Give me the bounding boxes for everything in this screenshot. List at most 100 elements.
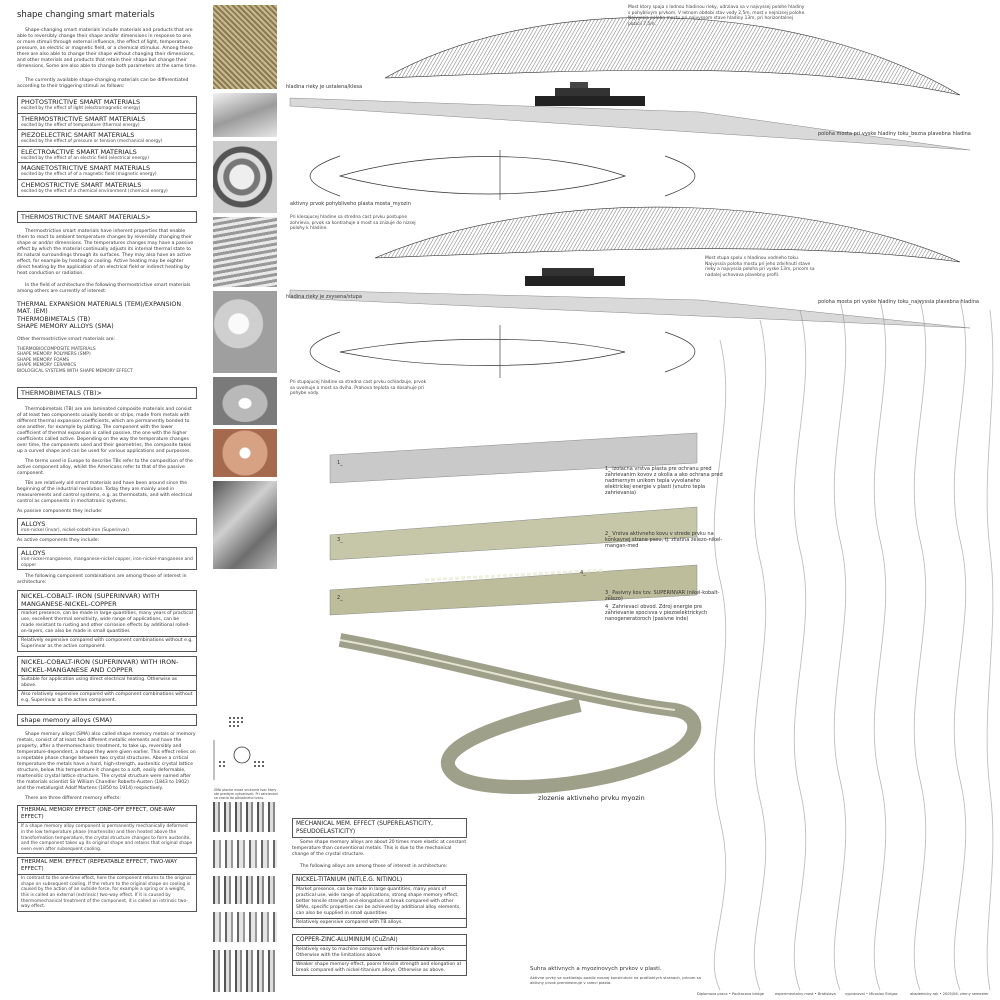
sma-text: Shape memory alloys (SMA) also called sh… xyxy=(17,732,196,792)
strip-photo-icon xyxy=(213,93,277,137)
other-list: THERMOBIOCOMPOSITE MATERIALS SHAPE MEMOR… xyxy=(17,346,133,374)
spring-row-1-icon xyxy=(213,802,277,832)
tb-text: Thermobimetals (TB) are are laminated co… xyxy=(17,406,192,454)
mme-title: MECHANICAL MEM. EFFECT (SUPERELASTICITY,… xyxy=(296,821,433,835)
combination-1-plus: market presence, can be made in large qu… xyxy=(17,610,197,638)
spring-row-2-icon xyxy=(213,840,277,868)
tme2-text: In contrast to the one-time effect, here… xyxy=(21,876,191,910)
water-plane-normal xyxy=(289,97,971,151)
lens-diagram-high xyxy=(309,325,696,378)
cza-minus: Weaker shape memory effect, poorer tensi… xyxy=(296,962,462,973)
bridge-diagram xyxy=(289,17,971,378)
category-desc: excited by the effect of pressure or ten… xyxy=(21,139,163,145)
left-column: shape changing smart materials Shape-cha… xyxy=(17,10,197,912)
active-element-label: aktivny prvok pohybliveho plasta mosta_m… xyxy=(290,201,411,207)
alloys-passive-box: ALLOYS iron-nickel (invar), nickel-cobal… xyxy=(17,517,197,536)
thermo-header: THERMOSTRICTIVE SMART MATERIALS> xyxy=(17,210,197,223)
tme1-box: THERMAL MEMORY EFFECT (ONE-OFF EFFECT, O… xyxy=(17,805,197,824)
category-desc: excited by the effect of an electric fie… xyxy=(21,155,149,161)
niti-minus-box: Relatively expensive compared with TB al… xyxy=(292,919,467,928)
mme-box: MECHANICAL MEM. EFFECT (SUPERELASTICITY,… xyxy=(292,818,467,838)
tag-2: 2_ xyxy=(337,595,343,601)
niti-minus: Relatively expensive compared with TB al… xyxy=(296,920,403,925)
category-desc: excited by the effect of temperature (th… xyxy=(21,122,140,128)
footer-item: vypracoval • Miroslav Strigac xyxy=(845,992,898,996)
tb-text-3: TBs are relatively old smart materials a… xyxy=(17,480,193,504)
shell-element-array xyxy=(713,300,994,990)
category-name: CHEMOSTRICTIVE SMART MATERIALS xyxy=(21,180,142,189)
alloys-active-text: iron-nickel-manganese, manganese-nickel … xyxy=(21,557,193,568)
water-plane-high xyxy=(289,289,971,329)
spring-row-4-icon xyxy=(213,912,277,942)
other-label: Other thermostrictive smart materials ar… xyxy=(17,336,115,342)
tme2-body: In contrast to the one-time effect, here… xyxy=(17,875,197,912)
tme1-body: If a shape memory alloy component is per… xyxy=(17,823,197,855)
washer-photo-icon xyxy=(213,377,277,425)
category-desc: excited by the effect of light (electrom… xyxy=(21,106,141,111)
niti-plus-box: Market presence, can be made in large qu… xyxy=(292,886,467,919)
mesh-photo-icon xyxy=(213,5,277,89)
sma-three-label: There are three different memory effects… xyxy=(25,796,121,802)
niti-plus: Market presence, can be made in large qu… xyxy=(296,887,461,916)
tme1-title: THERMAL MEMORY EFFECT (ONE-OFF EFFECT, O… xyxy=(21,807,176,821)
clamp-photo-icon xyxy=(213,481,277,569)
plus-text: market presence, can be made in large qu… xyxy=(21,611,193,635)
note-mid-1: Pri klesajucej hladine sa stredna cast p… xyxy=(290,215,416,232)
myozin-loop xyxy=(338,633,702,794)
intro-text-2: The currently available shape-changing m… xyxy=(17,78,189,89)
layer-3-text: 3_ Pasivny kov tzv. SUPERINVAR (nikel-ko… xyxy=(605,590,720,602)
thermo-list: THERMAL EXPANSION MATERIALS (TEM)/EXPANS… xyxy=(17,300,182,331)
alloys-active-title: ALLOYS xyxy=(21,549,46,558)
niti-title: NICKEL-TITANIUM (NiTi,E.G. NITINOL) xyxy=(296,877,403,883)
thermo-text: Thermostrictive smart materials have inh… xyxy=(17,228,194,276)
category-piezoelectric: PIEZOELECTRIC SMART MATERIALS excited by… xyxy=(17,129,197,146)
top-note: Most ktory spaja s lodnou hladinou rieky… xyxy=(628,5,806,27)
minus-text: Also relatively expensive compared with … xyxy=(21,692,193,704)
category-magnetostrictive: MAGNETOSTRICTIVE SMART MATERIALS excited… xyxy=(17,162,197,179)
passive-label: As passive components they include: xyxy=(17,508,103,514)
alloys-passive-text: iron-nickel (invar), nickel-cobalt-iron … xyxy=(21,527,130,533)
category-desc: excited by the effect of of a magnetic f… xyxy=(21,172,157,178)
category-electroactive: ELECTROACTIVE SMART MATERIALS excited by… xyxy=(17,145,197,163)
tag-4: 4_ xyxy=(580,570,586,576)
array-caption: Suhra aktivnych a myozinovych prvkov v p… xyxy=(530,966,662,972)
coil-photo-icon xyxy=(213,217,277,287)
bridge-shell-top xyxy=(384,17,961,96)
category-name: PIEZOELECTRIC SMART MATERIALS xyxy=(21,131,135,140)
array-note: Aktivne prvky sa rozkladaju pozdlz nosne… xyxy=(530,975,701,985)
combo-label: The following component combinations are… xyxy=(17,574,187,586)
cza-box: COPPER-ZINC-ALUMINIUM (CuZnAl) xyxy=(292,934,467,946)
lattice-caption: SMA ploche moze vnutorne tvar ktory ste … xyxy=(214,788,278,800)
active-element-layers xyxy=(329,432,698,616)
footer-item: Diplomova praca • Pocitacova bridge xyxy=(697,992,764,996)
note-mid-2: Most stupa spolu s hladinou vodneho toku… xyxy=(705,256,815,278)
category-name: MAGNETOSTRICTIVE SMART MATERIALS xyxy=(21,164,151,173)
layer-1-text: 1_ izolacna vrstva plasta pre ochranu pr… xyxy=(605,466,723,496)
tb-header: THERMOBIMETALS (TB)> xyxy=(17,386,197,399)
tme2-title: THERMAL MEM. EFFECT (REPEATABLE EFFECT, … xyxy=(21,859,177,873)
intro-text: Shape-changing smart materials include m… xyxy=(17,28,197,69)
combination-1-title: NICKEL-COBALT- IRON (SUPERINVAR) WITH MA… xyxy=(21,592,160,609)
myozin-caption: zlozenie aktivneho prvku myozin xyxy=(538,794,645,802)
bridge-normal-label: poloha mosta pri vyske hladiny toku_bezn… xyxy=(818,131,971,137)
niti-box: NICKEL-TITANIUM (NiTi,E.G. NITINOL) xyxy=(292,874,467,886)
mme-text: Some shape memory alloys are about 20 ti… xyxy=(292,840,467,857)
layer-2-text: 2_ Vrstva aktivneho kovu v strede prvku … xyxy=(605,531,723,549)
combination-box-2: NICKEL-COBALT-IRON (SUPERINVAR) WITH IRO… xyxy=(17,656,197,677)
page-title: shape changing smart materials xyxy=(17,10,155,20)
cza-title: COPPER-ZINC-ALUMINIUM (CuZnAl) xyxy=(296,937,398,943)
note-low: Pri stupajucej hladine sa stredna cast p… xyxy=(290,380,427,397)
footer-item: experimentalny most • Bratislava xyxy=(775,992,836,996)
copper-disc-photo-icon xyxy=(213,429,277,477)
spring-row-5-icon xyxy=(213,950,277,992)
cza-minus-box: Weaker shape memory effect, poorer tensi… xyxy=(292,961,467,976)
crystal-lattice-diagram xyxy=(213,717,264,780)
lens-diagram-normal xyxy=(309,150,696,200)
footer-item: akademicky rok • 2005/06, zimny semester xyxy=(910,992,989,996)
category-thermostrictive: THERMOSTRICTIVE SMART MATERIALS excited … xyxy=(17,112,197,130)
tag-3: 3_ xyxy=(337,537,343,543)
layer-4-text: 4_ Zahrievaci obvod. Zdroj energie pre z… xyxy=(605,604,708,622)
combination-box-1: NICKEL-COBALT- IRON (SUPERINVAR) WITH MA… xyxy=(17,590,197,611)
cza-plus-box: Relatively easy to machine compared with… xyxy=(292,946,467,961)
water-high-label: hladina rieky je zvysena/stupa xyxy=(286,294,362,300)
